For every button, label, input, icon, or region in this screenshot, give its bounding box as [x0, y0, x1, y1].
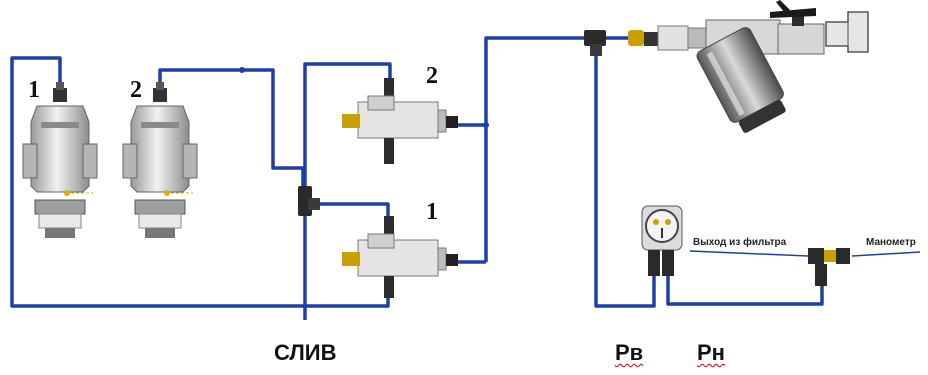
hydraulic-valve-1 — [342, 216, 458, 298]
pipe-drain-up — [303, 62, 392, 190]
thin-lines — [689, 250, 921, 257]
pipe-to-dp — [594, 50, 656, 308]
valve-2-number: 2 — [426, 63, 438, 89]
line-manometer — [851, 251, 921, 257]
filter-outlet-label: Выход из фильтра — [693, 237, 787, 248]
junction-dot — [483, 122, 489, 128]
pressure-in-label: Рв — [615, 340, 644, 365]
ball-valve — [770, 0, 825, 55]
hydraulic-valve-2 — [342, 78, 458, 164]
supply-tee — [584, 30, 606, 56]
pipe-filter2-feed — [158, 68, 305, 190]
filter-housing-1 — [22, 82, 98, 238]
pipe-network — [10, 36, 824, 320]
line-filter-outlet — [689, 250, 809, 257]
drain-tee — [298, 186, 320, 216]
supply-filter — [696, 19, 786, 133]
pipe-control-riser — [484, 36, 590, 262]
drain-label: СЛИВ — [274, 340, 337, 365]
valve-1-number: 1 — [426, 199, 438, 225]
filter-housing-2 — [122, 82, 198, 238]
manometer-tee — [808, 248, 850, 286]
inlet-fittings — [628, 25, 709, 51]
pressure-differential-controller — [641, 205, 683, 276]
pipe-drain-mid — [312, 202, 390, 224]
filter-2-number: 2 — [130, 77, 142, 103]
junction-dot — [239, 67, 245, 73]
pipe-filter1-loop — [10, 56, 390, 308]
filter-1-number: 1 — [28, 77, 40, 103]
pressure-out-label: Рн — [697, 340, 725, 365]
outlet-elbow — [825, 11, 869, 53]
pipe-dp-out — [666, 276, 824, 306]
manometer-label: Манометр — [866, 237, 916, 248]
fitting — [53, 88, 67, 102]
junction-dots — [239, 67, 489, 128]
